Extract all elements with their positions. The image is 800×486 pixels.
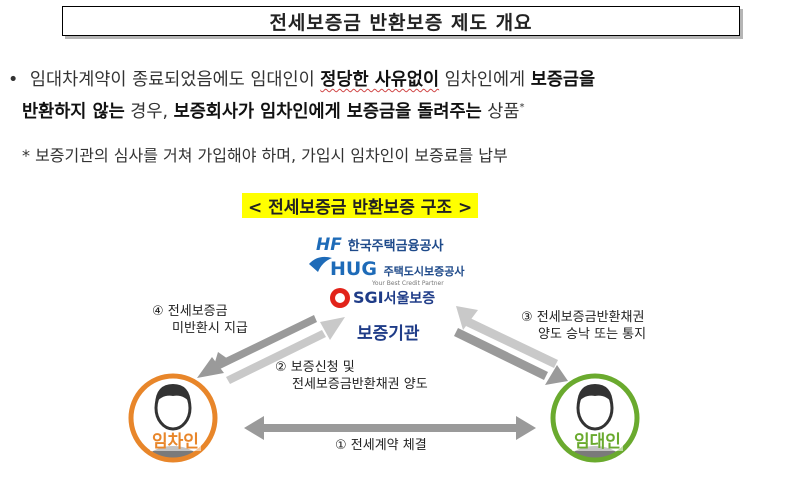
hug-tagline: Your Best Credit Partner xyxy=(372,280,444,287)
hf-mark: HF xyxy=(316,235,342,255)
tenant-label: 임차인 xyxy=(150,432,201,452)
arrow-2-tenant-to-guarantor xyxy=(226,317,345,384)
step-2-line-1: ② 보증신청 및 xyxy=(275,360,355,375)
bullet-text-1b: 정당한 사유없이 xyxy=(320,70,440,90)
bullet-text-2a: 반환하지 않는 xyxy=(22,102,125,122)
step-2-label: ② 보증신청 및 전세보증금반환채권 양도 xyxy=(275,359,428,393)
sgi-emblem-icon xyxy=(330,288,350,308)
hug-mark: HUG xyxy=(330,258,377,280)
step-1-label: ① 전세계약 체결 xyxy=(335,438,427,453)
step-3-label: ③ 전세보증금반환채권 양도 승낙 또는 통지 xyxy=(521,309,646,343)
bullet-symbol: • xyxy=(8,70,19,90)
arrow-1-contract xyxy=(244,416,536,440)
bullet-text-1d: 보증금을 xyxy=(530,70,596,90)
arrow-3-guarantor-landlord xyxy=(454,306,568,385)
step-4-line-2: 미반환시 지급 xyxy=(172,321,248,336)
footnote-text: * 보증기관의 심사를 거쳐 가입해야 하며, 가입시 임차인이 보증료를 납부 xyxy=(22,146,508,165)
bullet-text-2b: 경우, xyxy=(124,102,174,122)
hf-logo: HF 한국주택금융공사 xyxy=(316,235,443,255)
sgi-logo: SGI서울보증 xyxy=(353,288,435,308)
tenant-avatar xyxy=(128,373,218,463)
guarantor-label: 보증기관 xyxy=(357,324,420,344)
arrow-4-guarantor-to-tenant xyxy=(197,315,317,378)
bullet-text-2c: 보증회사가 임차인에게 보증금을 돌려주는 xyxy=(173,102,482,122)
step-2-line-2: 전세보증금반환채권 양도 xyxy=(292,377,428,392)
hug-swoosh-icon xyxy=(309,256,332,272)
sgi-mark: SGI xyxy=(353,288,384,307)
bullet-line-2: 반환하지 않는 경우, 보증회사가 임차인에게 보증금을 돌려주는 상품* xyxy=(22,98,524,123)
bullet-text-1a: 임대차계약이 종료되었음에도 임대인이 xyxy=(29,70,321,90)
step-4-line-1: ④ 전세보증금 xyxy=(152,304,228,319)
footnote-mark: * xyxy=(519,102,525,114)
page-title: 전세보증금 반환보증 제도 개요 xyxy=(269,11,533,34)
step-3-line-2: 양도 승낙 또는 통지 xyxy=(538,327,647,342)
bullet-text-1c: 임차인에게 xyxy=(439,70,531,90)
sgi-name: 서울보증 xyxy=(383,291,436,307)
hug-name: 주택도시보증공사 xyxy=(383,265,465,278)
hf-name: 한국주택금융공사 xyxy=(347,239,444,254)
landlord-label: 임대인 xyxy=(572,432,623,452)
structure-title: < 전세보증금 반환보증 구조 > xyxy=(242,193,479,218)
step-3-line-1: ③ 전세보증금반환채권 xyxy=(521,310,645,325)
bullet-line-1: • 임대차계약이 종료되었음에도 임대인이 정당한 사유없이 임차인에게 보증금… xyxy=(8,66,595,91)
title-box: 전세보증금 반환보증 제도 개요 xyxy=(62,6,740,36)
bullet-text-2d: 상품 xyxy=(481,102,520,122)
step-4-label: ④ 전세보증금 미반환시 지급 xyxy=(152,303,248,337)
landlord-avatar xyxy=(550,373,640,463)
hug-logo: HUG 주택도시보증공사 xyxy=(330,258,465,280)
